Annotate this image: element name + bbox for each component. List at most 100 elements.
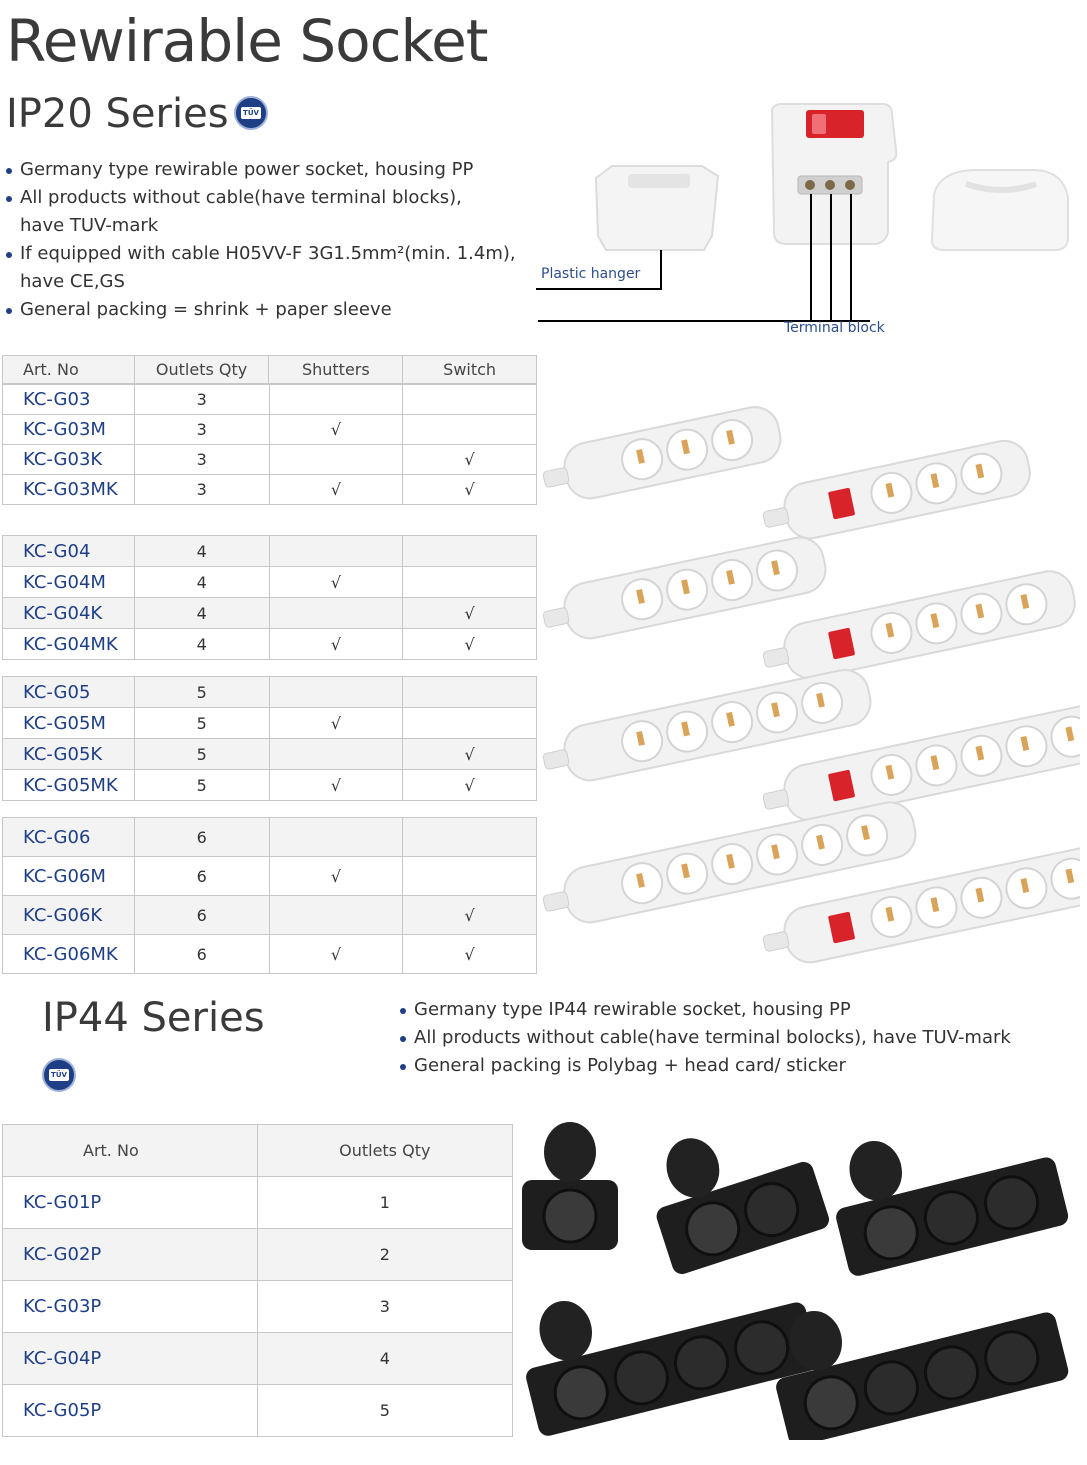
ip20-bullet: Germany type rewirable power socket, hou… — [6, 156, 526, 184]
outlet-icon — [734, 1320, 790, 1376]
cell-qty: 1 — [256, 1176, 514, 1229]
tuv-mark-icon: TÜV — [42, 1058, 76, 1092]
outlet-icon — [685, 1201, 741, 1257]
switch-icon — [828, 911, 855, 944]
cell-qty: 3 — [133, 444, 270, 475]
power-strip-image — [542, 801, 917, 924]
cell-qty: 5 — [256, 1384, 514, 1437]
tuv-mark-text: TÜV — [241, 107, 261, 119]
cell-shutters: √ — [268, 414, 404, 445]
outlet-icon — [863, 1205, 919, 1261]
header-art-no: Art. No — [2, 355, 135, 384]
cell-shutters: √ — [268, 474, 404, 505]
cell-switch — [402, 566, 537, 598]
header-art-no: Art. No — [2, 1124, 258, 1177]
outlet-icon — [542, 1188, 598, 1244]
cell-qty: 3 — [133, 474, 270, 505]
outlet-icon — [924, 1345, 980, 1401]
ip20-bullet: All products without cable(have terminal… — [6, 184, 526, 212]
cell-qty: 4 — [133, 566, 270, 598]
cell-switch: √ — [402, 628, 537, 660]
ip20-product-images — [542, 406, 1080, 964]
cell-qty: 6 — [133, 817, 270, 857]
cell-art-no: KC-G03M — [2, 414, 135, 445]
cell-shutters: √ — [268, 628, 404, 660]
cell-qty: 3 — [256, 1280, 514, 1333]
cell-switch — [402, 414, 537, 445]
cell-shutters — [268, 535, 404, 567]
flip-lid-icon — [544, 1122, 596, 1182]
switch-icon — [828, 627, 855, 660]
cell-art-no: KC-G06 — [2, 817, 135, 857]
power-strip-switch-image — [762, 835, 1080, 964]
cell-shutters — [268, 817, 404, 857]
cell-art-no: KC-G06MK — [2, 934, 135, 974]
outlet-icon — [674, 1335, 730, 1391]
cell-shutters — [268, 384, 404, 415]
cell-shutters: √ — [268, 707, 404, 739]
cell-art-no: KC-G04 — [2, 535, 135, 567]
cell-shutters — [268, 895, 404, 935]
cell-art-no: KC-G05MK — [2, 769, 135, 801]
cell-qty: 6 — [133, 895, 270, 935]
cell-shutters — [268, 444, 404, 475]
flip-lid-icon — [789, 1310, 842, 1371]
ip20-bullet: General packing = shrink + paper sleeve — [6, 296, 526, 324]
tuv-mark-text: TÜV — [49, 1069, 69, 1081]
cell-qty: 6 — [133, 934, 270, 974]
ip44-bullet: All products without cable(have terminal… — [400, 1024, 1080, 1052]
cell-shutters — [268, 676, 404, 708]
cover-part — [930, 169, 1069, 251]
ip44-socket-image — [526, 1300, 819, 1436]
outlet-icon — [803, 1375, 859, 1431]
cell-art-no: KC-G06K — [2, 895, 135, 935]
cell-switch: √ — [402, 769, 537, 801]
tuv-mark-icon: TÜV — [234, 96, 268, 130]
cell-switch — [402, 856, 537, 896]
page-title: Rewirable Socket — [6, 7, 489, 75]
ip20-table-header: Art. No Outlets Qty Shutters Switch — [2, 355, 537, 384]
cell-switch: √ — [402, 597, 537, 629]
ip44-bullet: Germany type IP44 rewirable socket, hous… — [400, 996, 1080, 1024]
outlet-icon — [613, 1350, 669, 1406]
cell-qty: 5 — [133, 738, 270, 770]
cell-switch: √ — [402, 474, 537, 505]
cell-art-no: KC-G05K — [2, 738, 135, 770]
power-strip-image — [542, 406, 782, 500]
cell-switch — [402, 676, 537, 708]
cell-qty: 2 — [256, 1228, 514, 1281]
power-strip-switch-image — [762, 702, 1080, 822]
outlet-icon — [984, 1330, 1040, 1386]
outlet-icon — [553, 1365, 609, 1421]
cell-art-no: KC-G02P — [2, 1228, 258, 1281]
ip44-series-title: IP44 Series — [42, 995, 265, 1041]
ip20-series-title: IP20 Series — [6, 91, 229, 137]
cell-art-no: KC-G05P — [2, 1384, 258, 1437]
cell-switch: √ — [402, 444, 537, 475]
cell-shutters — [268, 738, 404, 770]
power-strip-image — [542, 669, 872, 782]
cell-qty: 4 — [133, 597, 270, 629]
ip20-feature-list: Germany type rewirable power socket, hou… — [6, 156, 526, 324]
cell-art-no: KC-G04M — [2, 566, 135, 598]
flip-lid-icon — [539, 1300, 592, 1361]
